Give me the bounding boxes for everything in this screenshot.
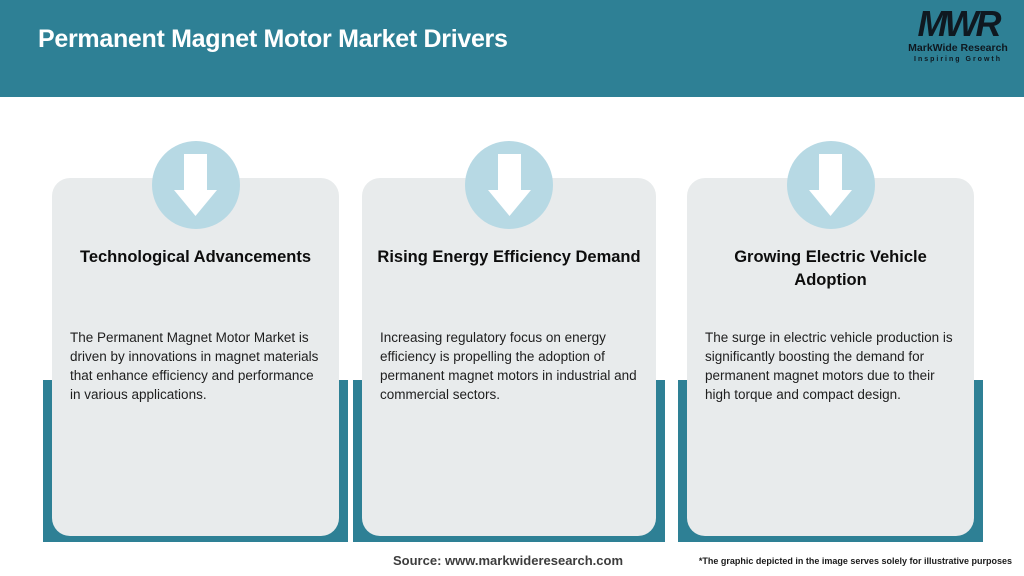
driver-card: Technological Advancements The Permanent…: [52, 178, 339, 536]
driver-card-group: Growing Electric Vehicle Adoption The su…: [678, 0, 983, 576]
page-title: Permanent Magnet Motor Market Drivers: [38, 25, 508, 53]
driver-card-group: Technological Advancements The Permanent…: [43, 0, 348, 576]
logo-mark: MWR: [917, 3, 1002, 44]
card-body: The surge in electric vehicle production…: [705, 330, 953, 402]
card-title: Rising Energy Efficiency Demand: [377, 248, 641, 266]
arrow-circle: [465, 141, 553, 229]
arrow-circle: [151, 141, 240, 229]
brand-logo: MWR MarkWide Research Inspiring Growth: [908, 6, 1008, 63]
down-arrow-icon: [809, 154, 852, 216]
header-bar: Permanent Magnet Motor Market Drivers MW…: [0, 0, 1024, 97]
card-body: Increasing regulatory focus on energy ef…: [380, 330, 637, 402]
driver-card: Rising Energy Efficiency Demand Increasi…: [362, 178, 656, 536]
card-title: Growing Electric Vehicle Adoption: [734, 248, 927, 289]
source-text: Source: www.markwideresearch.com: [393, 553, 624, 568]
driver-card-group: Rising Energy Efficiency Demand Increasi…: [353, 0, 665, 576]
disclaimer-text: *The graphic depicted in the image serve…: [698, 556, 1012, 566]
card-title: Technological Advancements: [79, 248, 312, 266]
arrow-circle: [786, 141, 875, 229]
driver-card: Growing Electric Vehicle Adoption The su…: [687, 178, 974, 536]
logo-tagline: Inspiring Growth: [914, 55, 1002, 63]
logo-name: MarkWide Research: [908, 42, 1008, 54]
down-arrow-icon: [174, 154, 217, 216]
card-body: The Permanent Magnet Motor Market is dri…: [70, 330, 319, 402]
down-arrow-icon: [487, 154, 531, 216]
